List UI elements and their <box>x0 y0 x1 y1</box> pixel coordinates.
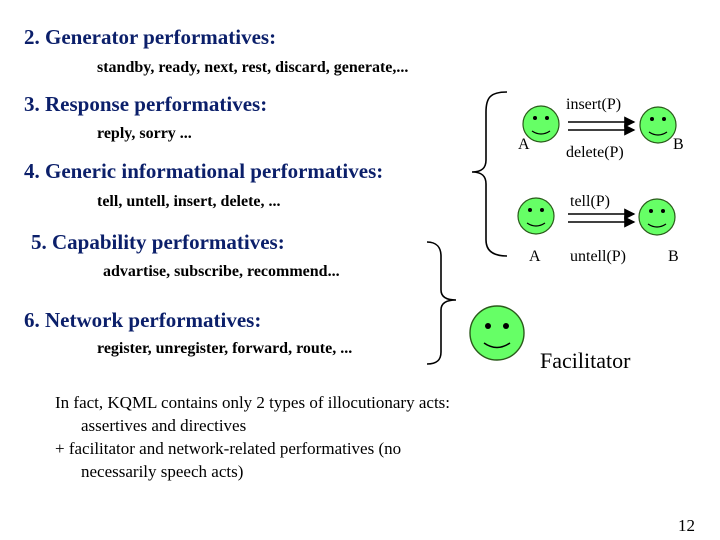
note-line-1: In fact, KQML contains only 2 types of i… <box>55 393 451 412</box>
face-facilitator-icon <box>469 305 525 361</box>
heading-capability: 5. Capability performatives: <box>31 230 285 254</box>
heading-response: 3. Response performatives: <box>24 92 268 116</box>
msg-untell-label: untell(P) <box>570 248 626 265</box>
facilitator-label: Facilitator <box>540 348 631 373</box>
brace-top <box>471 91 508 257</box>
agent-a-top-label: A <box>518 136 530 153</box>
heading-generic-informational: 4. Generic informational performatives: <box>24 159 384 183</box>
items-generic-informational: tell, untell, insert, delete, ... <box>97 193 281 210</box>
msg-tell-label: tell(P) <box>570 193 610 210</box>
agent-b-bottom-label: B <box>668 248 679 265</box>
heading-network: 6. Network performatives: <box>24 308 262 332</box>
face-a-top-icon <box>522 105 560 143</box>
msg-insert-label: insert(P) <box>566 96 622 113</box>
items-response: reply, sorry ... <box>97 125 192 142</box>
agent-a-bottom-label: A <box>529 248 541 265</box>
face-a-bottom-icon <box>517 197 555 235</box>
note-line-3: + facilitator and network-related perfor… <box>55 439 402 458</box>
face-b-bottom-icon <box>638 198 676 236</box>
note-line-2: assertives and directives <box>81 416 247 435</box>
msg-delete-label: delete(P) <box>566 144 624 161</box>
heading-generator: 2. Generator performatives: <box>24 25 277 49</box>
items-network: register, unregister, forward, route, ..… <box>97 340 353 357</box>
note-line-4: necessarily speech acts) <box>81 462 244 481</box>
brace-bottom <box>426 241 457 365</box>
items-capability: advartise, subscribe, recommend... <box>103 263 340 280</box>
face-b-top-icon <box>639 106 677 144</box>
agent-b-top-label: B <box>673 136 684 153</box>
note-paragraph: In fact, KQML contains only 2 types of i… <box>55 391 575 483</box>
items-generator: standby, ready, next, rest, discard, gen… <box>97 59 409 76</box>
page-number: 12 <box>678 516 695 535</box>
